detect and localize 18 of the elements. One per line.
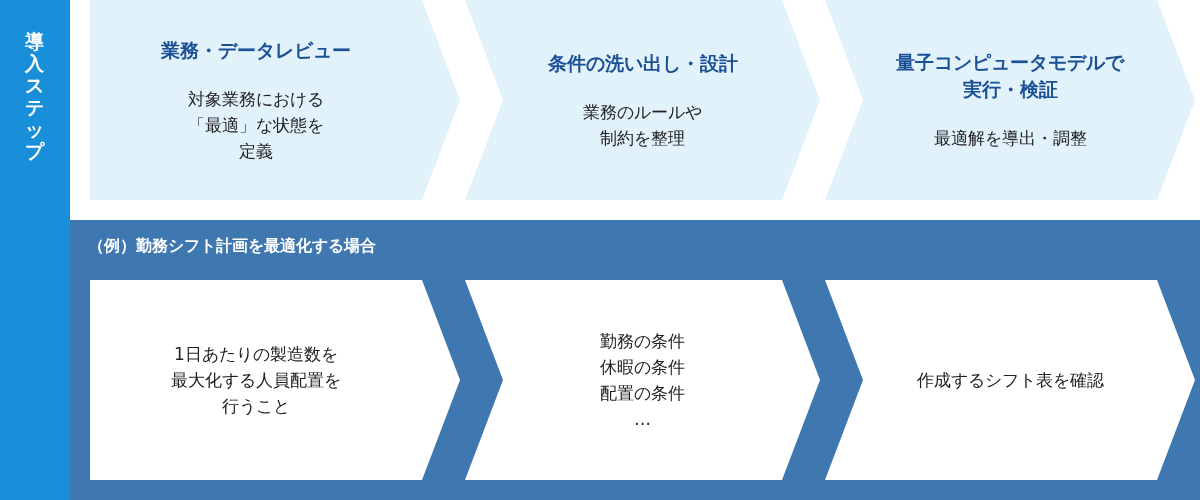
condition-item: … [634, 408, 651, 431]
step-label-band [0, 0, 70, 500]
step-description: 対象業務における「最適」な状態を定義 [187, 87, 325, 163]
example-panel [70, 220, 1200, 500]
process-step-panel [90, 0, 460, 200]
panel-heading: （例）勤務シフト計画を最適化する場合 [88, 236, 376, 257]
band-title: 導入ステップ [24, 30, 44, 162]
step-description: 最適解を導出・調整 [933, 127, 1087, 150]
condition-item: 配置の条件 [600, 382, 685, 405]
step-heading: 条件の洗い出し・設計 [547, 50, 738, 76]
example-step-panel [90, 280, 460, 480]
step-description: 業務のルールや制約を整理 [582, 100, 703, 150]
condition-item: 勤務の条件 [600, 330, 685, 353]
example-text: 1日あたりの製造数を最大化する人員配置を行うこと [170, 343, 342, 418]
step-heading: 量子コンピュータモデルで実行・検証 [895, 50, 1126, 102]
condition-item: 休暇の条件 [600, 356, 685, 379]
example-text: 作成するシフト表を確認 [916, 369, 1104, 392]
step-heading: 業務・データレビュー [161, 37, 351, 63]
